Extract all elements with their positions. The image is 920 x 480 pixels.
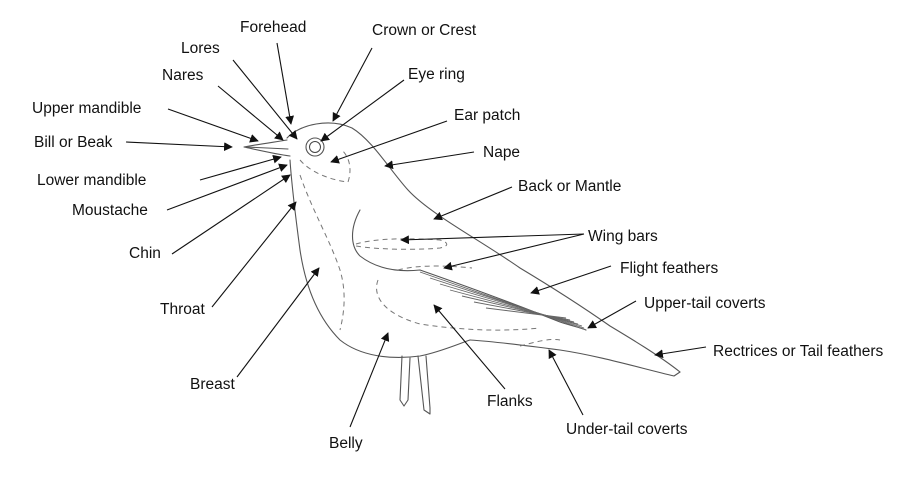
wing-bar-upper <box>355 238 448 250</box>
ear-patch-region <box>299 149 351 183</box>
arrow-forehead <box>276 42 294 125</box>
arrow-back <box>433 186 513 221</box>
arrow-upper-tail-coverts <box>587 300 637 329</box>
label-chin: Chin <box>129 245 161 262</box>
label-flanks: Flanks <box>487 393 533 410</box>
arrow-bill <box>125 141 233 152</box>
arrow-group <box>125 42 707 428</box>
label-throat: Throat <box>160 301 205 318</box>
bird-back-outline <box>286 122 681 373</box>
leg-left <box>399 355 411 407</box>
label-upper-mandible: Upper mandible <box>32 100 141 117</box>
arrow-ear-patch <box>330 120 448 164</box>
label-upper-tail-coverts: Upper-tail coverts <box>644 295 766 312</box>
flight-feather-lines <box>419 271 587 331</box>
label-crown: Crown or Crest <box>372 22 477 39</box>
arrow-chin <box>171 174 291 255</box>
arrow-lores <box>232 59 298 140</box>
arrow-wing-bar-upper <box>400 233 585 245</box>
arrow-throat <box>211 201 297 308</box>
under-tail-coverts-region <box>519 339 561 347</box>
beak-shape <box>243 139 291 157</box>
wing-outline <box>351 209 587 331</box>
label-breast: Breast <box>190 376 235 393</box>
label-moustache: Moustache <box>72 202 148 219</box>
arrow-eye-ring <box>320 79 405 142</box>
arrow-rectrices <box>654 346 707 359</box>
eye-ring-shape <box>305 137 325 157</box>
arrow-upper-mandible <box>167 108 259 143</box>
label-eye-ring: Eye ring <box>408 66 465 83</box>
throat-region <box>299 174 345 331</box>
label-flight-feathers: Flight feathers <box>620 260 718 277</box>
wing-bar-lower <box>397 265 473 271</box>
label-belly: Belly <box>329 435 363 452</box>
label-lores: Lores <box>181 40 220 57</box>
label-lower-mandible: Lower mandible <box>37 172 146 189</box>
arrow-flanks <box>433 304 506 390</box>
label-nape: Nape <box>483 144 520 161</box>
label-rectrices: Rectrices or Tail feathers <box>713 343 884 360</box>
label-wing-bars: Wing bars <box>588 228 658 245</box>
leg-right <box>417 355 431 415</box>
arrow-nape <box>384 151 475 170</box>
flank-region <box>376 279 541 331</box>
eye-shape <box>309 141 321 153</box>
arrow-moustache <box>166 163 288 211</box>
arrow-under-tail-coverts <box>548 349 584 416</box>
arrow-flight-feathers <box>530 265 612 295</box>
arrow-belly <box>349 332 390 428</box>
arrow-crown <box>332 47 373 122</box>
label-under-tail-coverts: Under-tail coverts <box>566 421 688 438</box>
beak-line <box>245 146 289 150</box>
label-ear-patch: Ear patch <box>454 107 520 124</box>
label-nares: Nares <box>162 67 204 84</box>
arrow-nares <box>217 85 284 141</box>
tail-outline <box>469 339 681 377</box>
label-back: Back or Mantle <box>518 178 621 195</box>
label-group: Forehead Crown or Crest Lores Eye ring N… <box>32 19 884 452</box>
arrow-lower-mandible <box>199 154 282 181</box>
label-forehead: Forehead <box>240 19 306 36</box>
bird-underside-outline <box>289 159 471 358</box>
arrow-wing-bar-lower <box>443 233 585 271</box>
label-bill: Bill or Beak <box>34 134 113 151</box>
arrow-breast <box>236 267 320 378</box>
bird-illustration <box>243 122 681 415</box>
